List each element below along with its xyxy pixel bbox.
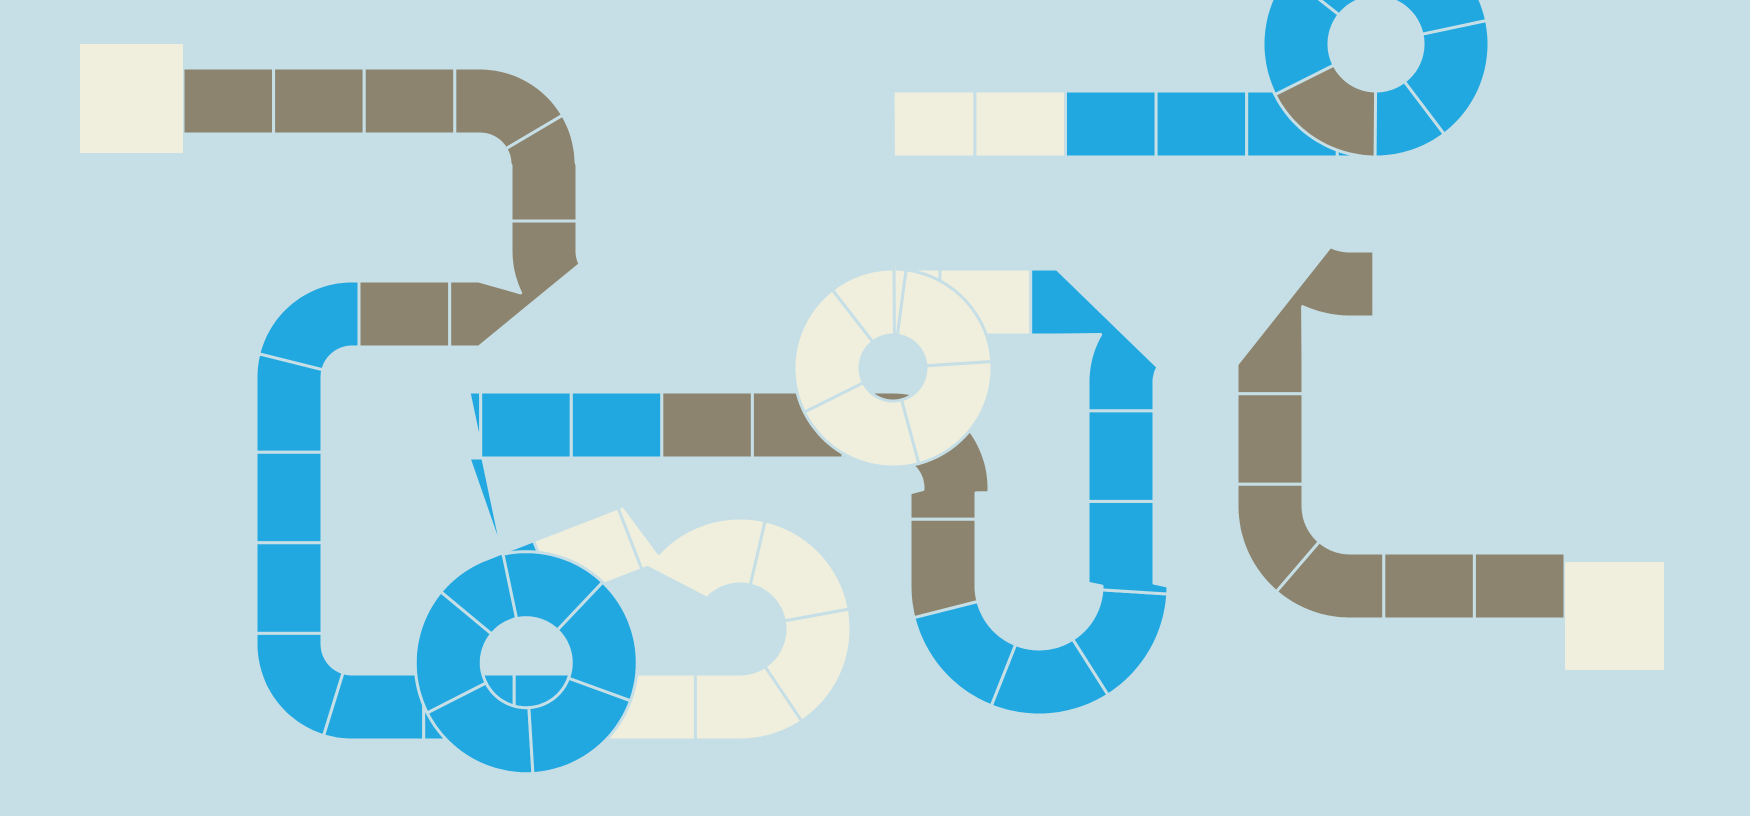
track bbox=[181, 0, 1567, 776]
track-tile-brown[interactable] bbox=[1472, 551, 1567, 621]
start-square[interactable] bbox=[80, 44, 183, 153]
track-tile-blue[interactable] bbox=[1086, 409, 1156, 503]
finish-square[interactable] bbox=[1565, 562, 1664, 670]
track-tile-blue[interactable] bbox=[254, 352, 325, 454]
track-tile-blue[interactable] bbox=[1387, 0, 1488, 36]
track-tile-cream[interactable] bbox=[973, 89, 1067, 159]
track-tile-brown[interactable] bbox=[272, 66, 366, 136]
track-tile-blue[interactable] bbox=[1154, 89, 1249, 159]
track-tile-brown[interactable] bbox=[357, 279, 452, 349]
track-tile-blue[interactable] bbox=[254, 450, 324, 545]
track-tile-brown[interactable] bbox=[1235, 392, 1305, 486]
track-tile-blue[interactable] bbox=[1064, 89, 1158, 159]
track-tile-blue[interactable] bbox=[479, 390, 573, 460]
track-tile-blue[interactable] bbox=[322, 671, 426, 742]
track-tile-brown[interactable] bbox=[181, 66, 276, 136]
track-tile-brown[interactable] bbox=[362, 66, 457, 136]
track-tile-blue[interactable] bbox=[569, 390, 664, 460]
track-tile-brown[interactable] bbox=[660, 390, 754, 460]
track-tile-blue[interactable] bbox=[254, 541, 324, 635]
track-tile-brown[interactable] bbox=[1382, 551, 1476, 621]
